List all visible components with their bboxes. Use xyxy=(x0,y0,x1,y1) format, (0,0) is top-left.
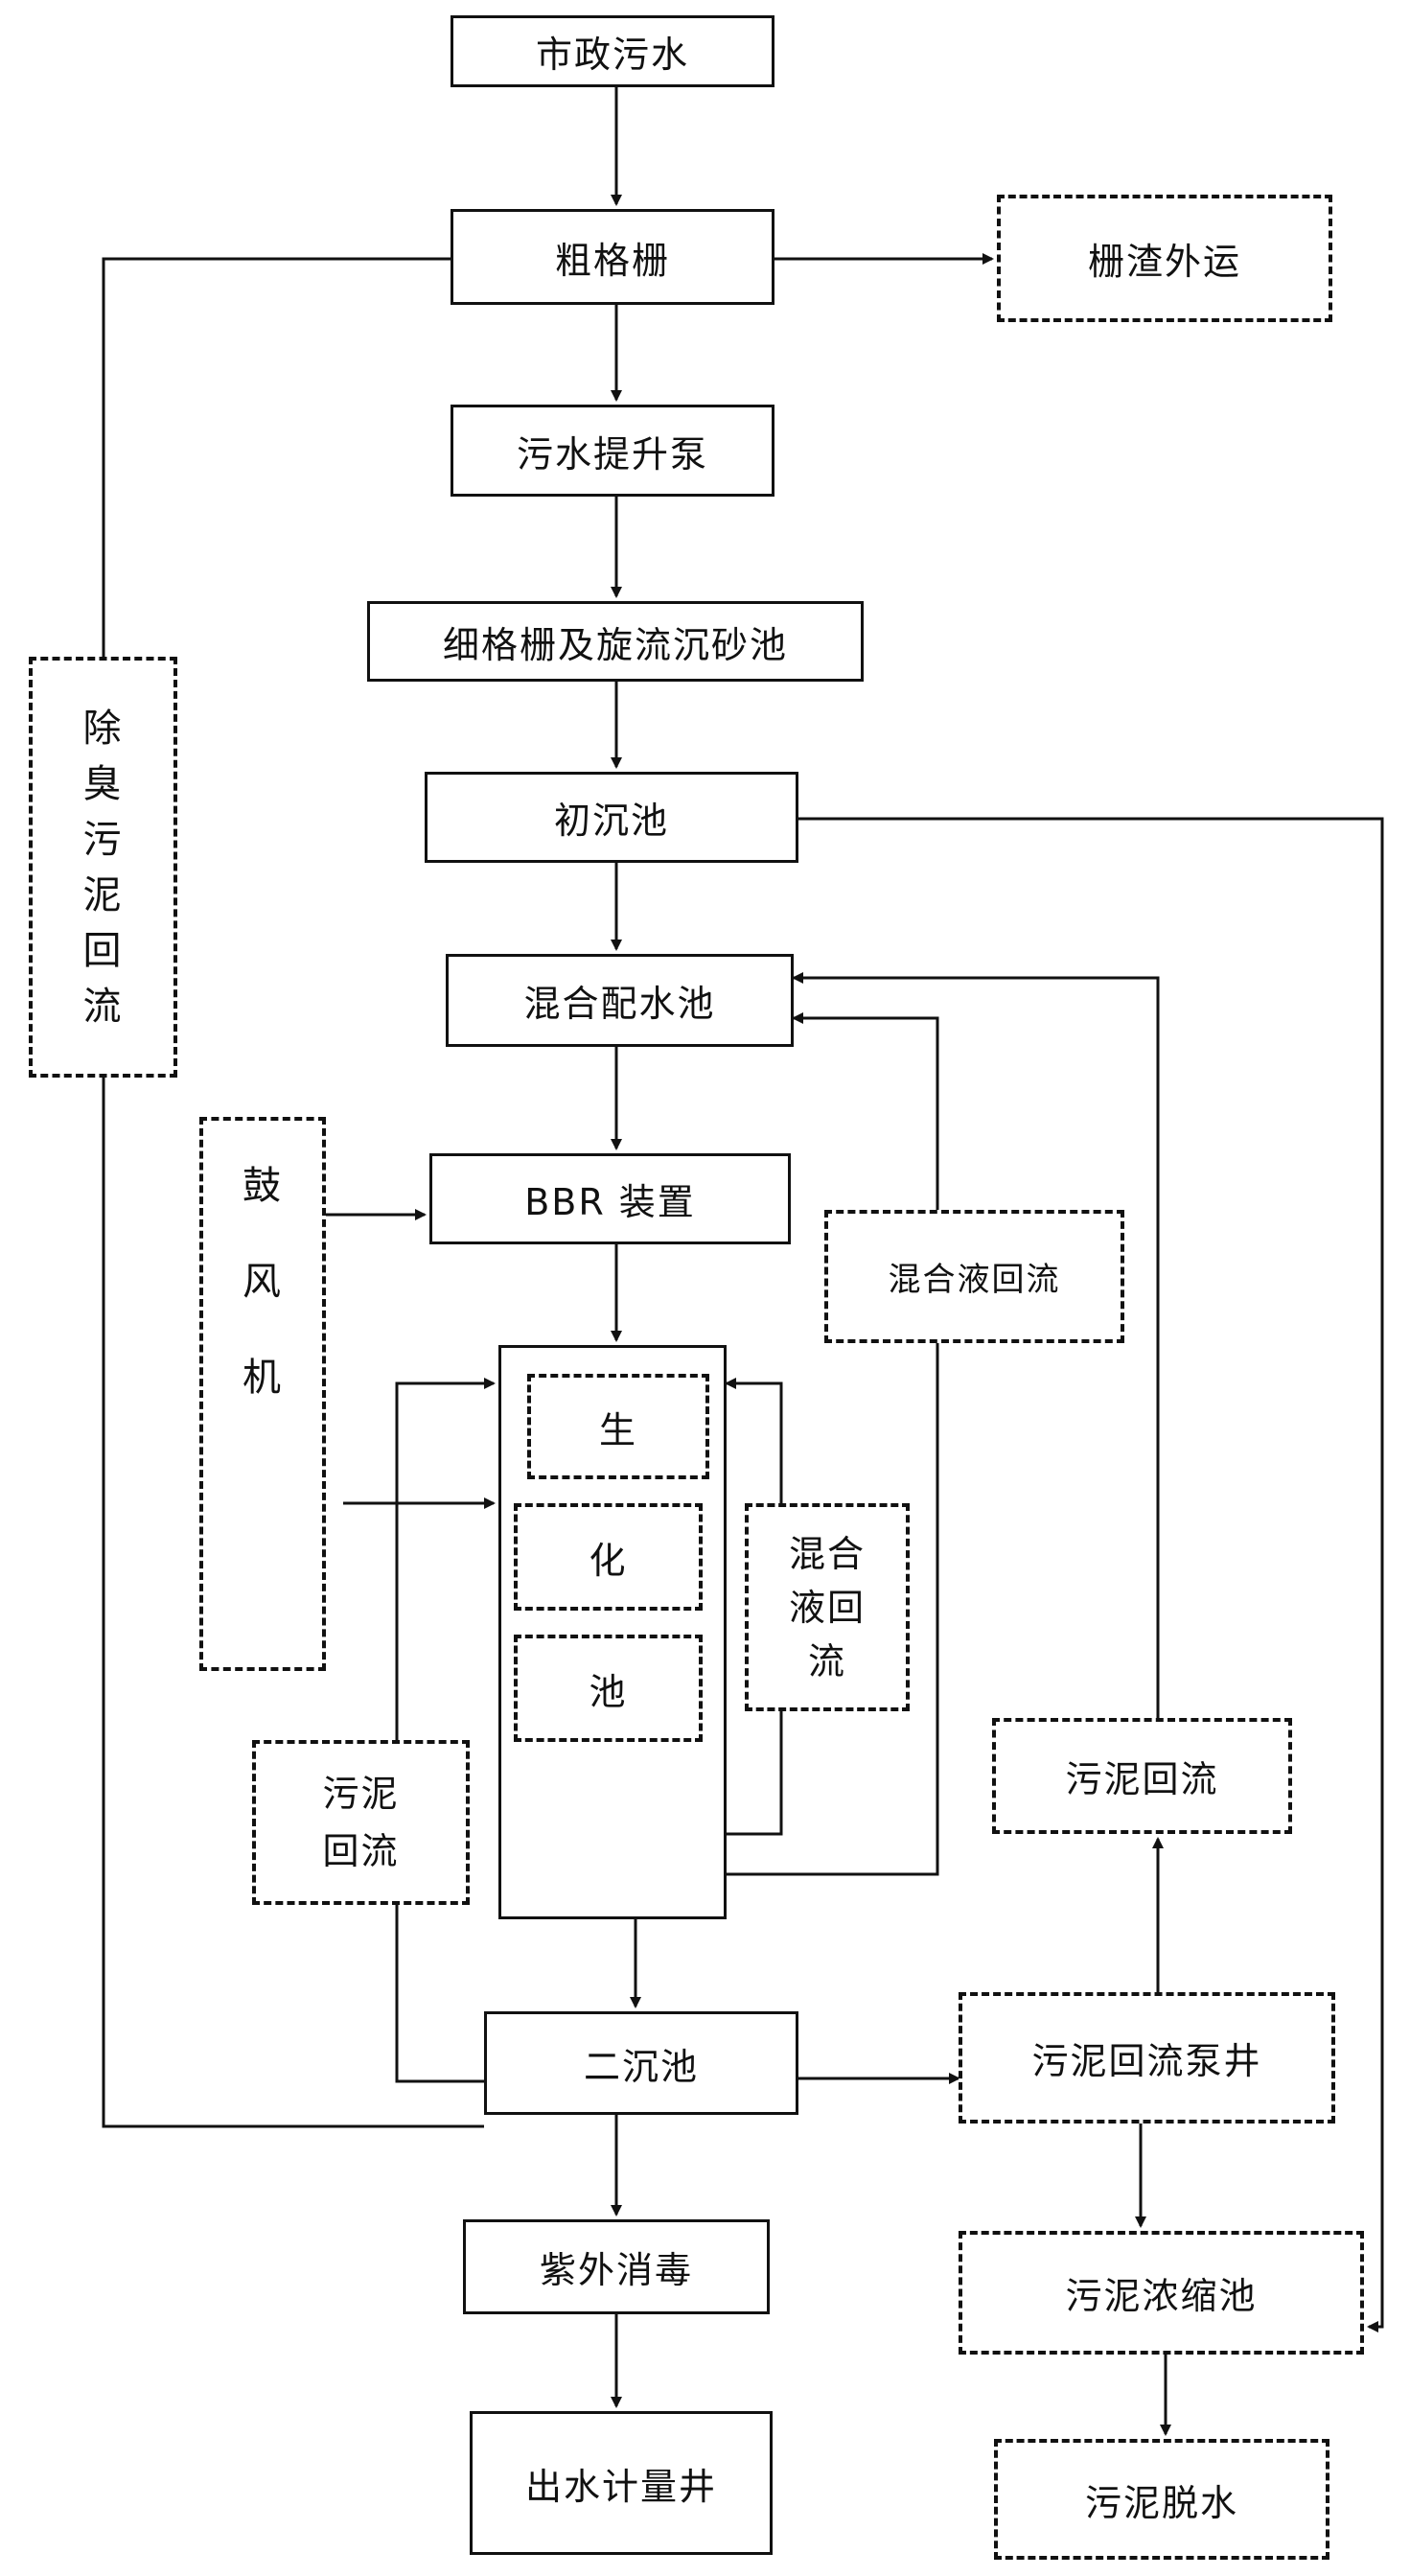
biochemical-char-2: 化 xyxy=(514,1503,703,1611)
node-label: 污泥回流 xyxy=(1065,1758,1219,1800)
line-deodor-return-top xyxy=(102,257,458,657)
vertical-char: 污 xyxy=(82,817,124,862)
node-label: 细格栅及旋流沉砂池 xyxy=(442,623,788,666)
biochemical-char-3: 池 xyxy=(514,1635,703,1742)
node-sewage-lift-pump: 污水提升泵 xyxy=(451,405,774,497)
node-blower: 鼓 风 机 xyxy=(199,1117,326,1671)
arrow-sludge-return-left-to-biochem xyxy=(395,1378,496,1740)
node-sludge-return-pump-well: 污泥回流泵井 xyxy=(959,1992,1335,2123)
node-label: 二沉池 xyxy=(583,2045,699,2088)
vertical-char: 机 xyxy=(243,1356,283,1400)
node-label: 初沉池 xyxy=(553,800,669,842)
arrow-sludge-return-to-mixing xyxy=(792,972,1160,1718)
line-biochem-to-mixed-return2 xyxy=(727,1711,783,1836)
node-secondary-clarifier: 二沉池 xyxy=(484,2011,798,2115)
node-label: 栅渣外运 xyxy=(1087,241,1241,283)
node-label: 池 xyxy=(589,1670,628,1713)
biochemical-char-1: 生 xyxy=(527,1374,709,1479)
node-municipal-sewage: 市政污水 xyxy=(451,15,774,87)
vertical-char: 风 xyxy=(243,1260,283,1304)
node-label: 污泥回流泵井 xyxy=(1031,2040,1262,2082)
arrow-mixed-return1-to-mixing xyxy=(792,1012,939,1210)
multiline-label: 流 xyxy=(807,1639,846,1683)
vertical-char: 臭 xyxy=(82,761,124,806)
vertical-char: 回 xyxy=(82,928,124,973)
multiline-label: 污泥 xyxy=(322,1773,400,1815)
line-deodor-return-bottom xyxy=(102,1078,484,2128)
node-mixed-liquor-return-1: 混合液回流 xyxy=(824,1210,1124,1343)
line-biochem-to-mixed-return1 xyxy=(727,1343,939,1876)
node-coarse-screen: 粗格栅 xyxy=(451,209,774,305)
node-deodor-sludge-return: 除 臭 污 泥 回 流 xyxy=(29,657,177,1078)
arrow-mixed-return2-to-biochem xyxy=(725,1378,783,1503)
node-label: 出水计量井 xyxy=(524,2465,717,2508)
multiline-label: 混合 xyxy=(788,1532,866,1575)
multiline-label: 回流 xyxy=(322,1830,400,1872)
node-fine-screen-grit: 细格栅及旋流沉砂池 xyxy=(367,601,864,682)
vertical-char: 流 xyxy=(82,984,124,1029)
node-label: 粗格栅 xyxy=(554,239,670,282)
node-sludge-thickener: 污泥浓缩池 xyxy=(959,2231,1364,2355)
node-sludge-return-left: 污泥 回流 xyxy=(252,1740,470,1905)
node-label: 生 xyxy=(598,1408,637,1451)
node-screenings-outbound: 栅渣外运 xyxy=(997,195,1332,322)
node-label: 污泥浓缩池 xyxy=(1065,2275,1258,2317)
node-sludge-return-right: 污泥回流 xyxy=(992,1718,1292,1834)
vertical-char: 除 xyxy=(82,706,124,751)
multiline-label: 液回 xyxy=(788,1586,866,1629)
vertical-char: 鼓 xyxy=(243,1164,283,1208)
node-mixing-distribution: 混合配水池 xyxy=(446,954,794,1047)
node-label: 污泥脱水 xyxy=(1084,2481,1238,2524)
node-label: 混合配水池 xyxy=(523,983,716,1025)
node-mixed-liquor-return-2: 混合 液回 流 xyxy=(745,1503,910,1711)
node-label: 化 xyxy=(589,1539,628,1582)
node-primary-clarifier: 初沉池 xyxy=(425,772,798,863)
node-label: 紫外消毒 xyxy=(539,2249,693,2291)
node-label: 市政污水 xyxy=(535,34,689,76)
node-label: 污水提升泵 xyxy=(516,432,708,476)
node-label: 混合液回流 xyxy=(888,1261,1061,1299)
vertical-char: 泥 xyxy=(82,872,124,917)
node-uv-disinfection: 紫外消毒 xyxy=(463,2219,770,2314)
line-secondary-to-sludge-return-left xyxy=(395,1905,484,2083)
node-label: BBR 装置 xyxy=(524,1181,696,1223)
node-bbr-device: BBR 装置 xyxy=(429,1153,791,1244)
node-effluent-meter-well: 出水计量井 xyxy=(470,2411,773,2555)
node-sludge-dewatering: 污泥脱水 xyxy=(994,2439,1329,2560)
arrow-primary-to-thickener xyxy=(798,817,1384,2332)
